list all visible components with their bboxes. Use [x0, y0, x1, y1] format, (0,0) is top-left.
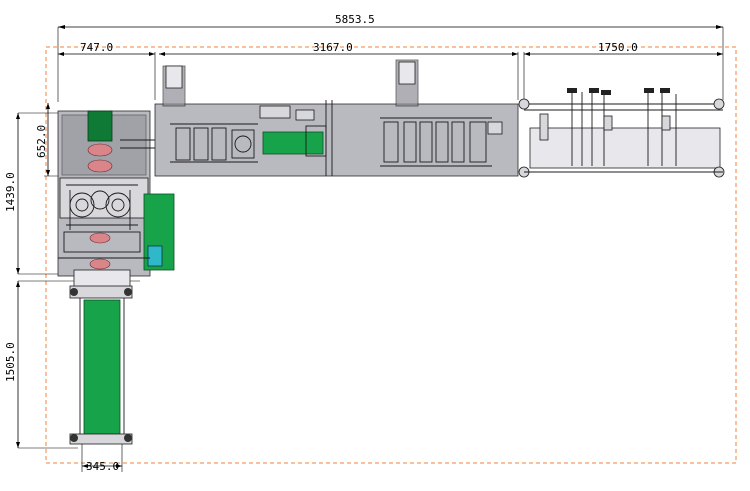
overall-length-dimension: 5853.5: [57, 13, 724, 102]
posts-caps: [567, 88, 670, 95]
upper-height-label: 652.0: [35, 125, 48, 158]
conveyor-width-label: 345.0: [86, 460, 119, 473]
main-machine-body: [154, 59, 519, 177]
overall-length-label: 5853.5: [335, 13, 375, 26]
roller-group-left: [170, 123, 258, 163]
footprint-boundary: [45, 46, 737, 464]
right-frame-section: [518, 88, 725, 178]
segment-2-label: 3167.0: [313, 41, 353, 54]
left-feed-unit: [57, 110, 175, 297]
total-height-label: 1439.0: [4, 172, 17, 212]
segment-1-label: 747.0: [80, 41, 113, 54]
control-screen: [147, 245, 163, 267]
segment-dimensions: 747.0 3167.0 1750.0: [58, 41, 723, 100]
roller-group-right: [380, 117, 503, 167]
conveyor-height-label: 1505.0: [4, 342, 17, 382]
conveyor-width-dimension: 345.0: [81, 440, 123, 473]
segment-3-label: 1750.0: [598, 41, 638, 54]
outfeed-conveyor: [69, 285, 133, 445]
